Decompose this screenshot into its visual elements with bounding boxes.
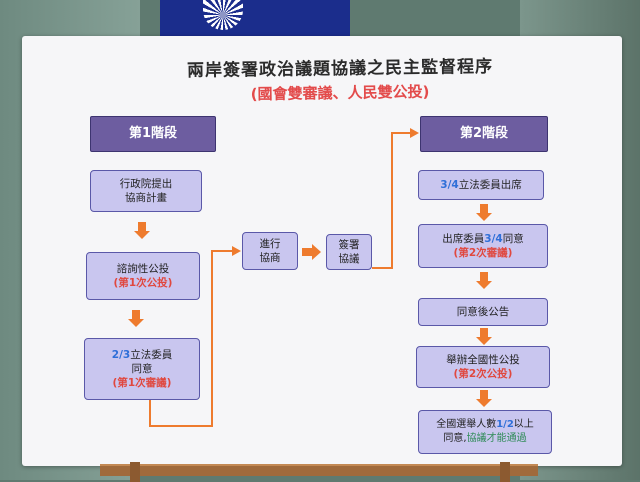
stage2-step-final-approval: 全國選舉人數1/2以上 同意,協議才能通過 <box>418 410 552 454</box>
stage2-step-member-approval: 出席委員3/4同意 (第2次審議) <box>418 224 548 268</box>
step-sign-agreement: 簽署 協議 <box>326 234 372 270</box>
stage1-step3-line1: 立法委員 <box>130 349 173 361</box>
stage1-step-legislative-approval: 2/3立法委員 同意 (第1次審議) <box>84 338 200 400</box>
stage1-step-advisory-referendum: 諮詢性公投 (第1次公投) <box>86 252 200 300</box>
stage2-step1-wrap: 3/4立法委員出席 <box>440 178 521 192</box>
stage1-step3-line2: 同意 <box>131 363 153 375</box>
stage1-step-cabinet-plan: 行政院提出 協商計畫 <box>90 170 202 212</box>
sign-line1: 簽署 <box>338 239 360 251</box>
stage2-step2-line1-wrap: 出席委員3/4同意 <box>442 232 523 246</box>
stage2-step2-line1: 出席委員 <box>442 233 485 245</box>
stage1-step3-line3: (第1次審議) <box>112 377 172 389</box>
stage2-step4-line2: (第2次公投) <box>453 368 513 380</box>
stage2-step-attendance: 3/4立法委員出席 <box>418 170 544 200</box>
stage2-step1-fraction: 3/4 <box>440 179 459 191</box>
negotiate-line2: 協商 <box>259 252 281 264</box>
negotiate-line1: 進行 <box>259 238 281 250</box>
stage2-step5-line2b: 協議才能通過 <box>466 433 527 444</box>
connector-stage1-arrowhead <box>232 246 241 256</box>
stage1-step2-line1: 諮詢性公投 <box>116 263 170 275</box>
connector-stage1-to-negotiate <box>149 250 232 427</box>
easel-leg-left <box>130 462 140 482</box>
stage2-step5-fraction: 1/2 <box>496 419 514 430</box>
connector-sign-to-stage2 <box>372 132 410 269</box>
stage1-step3-line1-wrap: 2/3立法委員 <box>112 348 172 362</box>
easel-ledge <box>100 464 538 476</box>
stage2-step3-line1: 同意後公告 <box>456 306 510 318</box>
stage2-step5-line1a: 全國選舉人數 <box>436 419 497 430</box>
connector-stage2-arrowhead <box>410 128 419 138</box>
stage1-step2-line2: (第1次公投) <box>113 277 173 289</box>
stage2-step2-line1b: 同意 <box>502 233 524 245</box>
stage2-step1-line1: 立法委員出席 <box>458 179 522 191</box>
stage1-header: 第1階段 <box>90 116 216 152</box>
stage2-step5-line2a: 同意, <box>443 433 467 444</box>
stage2-header: 第2階段 <box>420 116 548 152</box>
stage2-step-announcement: 同意後公告 <box>418 298 548 326</box>
stage2-step2-line2: (第2次審議) <box>453 247 513 259</box>
stage2-step5-line1b: 以上 <box>513 419 534 430</box>
stage1-step1-line1: 行政院提出 <box>119 178 173 190</box>
stage2-step4-line1: 舉辦全國性公投 <box>446 354 520 366</box>
stage2-step5-line1-wrap: 全國選舉人數1/2以上 <box>436 418 534 432</box>
flag <box>160 0 350 40</box>
stage2-step-national-referendum: 舉辦全國性公投 (第2次公投) <box>416 346 550 388</box>
stage1-step3-fraction: 2/3 <box>111 349 131 361</box>
sign-line2: 協議 <box>338 253 360 265</box>
stage2-step2-fraction: 3/4 <box>484 233 503 245</box>
stage2-step5-line2-wrap: 同意,協議才能通過 <box>443 432 526 446</box>
easel-leg-right <box>500 462 510 482</box>
stage1-step1-line2: 協商計畫 <box>125 192 167 204</box>
step-negotiate: 進行 協商 <box>242 232 298 270</box>
